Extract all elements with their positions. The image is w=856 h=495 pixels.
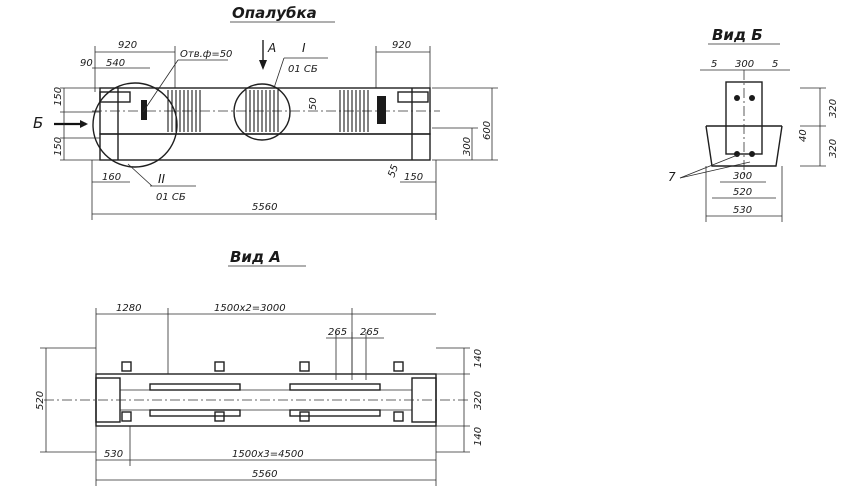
formwork-view: Опалубка [33,4,498,220]
dim-bottom-150: 150 [404,172,423,183]
beam-bottom-block [99,133,431,161]
view-a-dim-top-span: 1500х2=3000 [214,303,286,314]
view-b-dim-320: 320 [828,99,839,118]
hatch-zone-left [167,90,201,132]
callout-1-roman: I [302,41,306,55]
detail-circle-1 [233,83,291,141]
view-a-dim-265a: 265 [328,327,347,338]
view-a-dim-1280: 1280 [116,303,141,314]
dim-left-540: 540 [106,58,125,69]
hole-note: Отв.ф=50 [180,49,232,60]
callout-2-sheet: 01 СБ [156,192,186,203]
view-b-dim-520: 520 [733,187,752,198]
hatch-zone-center [245,90,279,132]
view-a-arrow-head [259,60,267,70]
dim-left-150: 150 [53,87,64,106]
view-b-dim-5b: 5 [772,59,778,70]
view-a-dim-140b: 140 [473,427,484,446]
view-b-marker-arrow [80,120,88,128]
view-b-marker-label: Б [33,114,43,132]
view-b-dim-40: 40 [798,129,809,142]
view-a-arrow-label: А [267,41,276,55]
view-b-leader-label: 7 [668,170,676,184]
right-embedded-part [377,96,386,124]
view-b-leader-2 [679,161,751,179]
dim-top-right: 920 [392,40,411,51]
view-b-dim-530: 530 [733,205,752,216]
dim-right-300: 300 [462,137,473,156]
view-b-leader-1 [679,153,741,179]
dim-left-150b: 150 [53,137,64,156]
callout-1-leader [273,57,285,89]
section-web [725,81,763,155]
view-b-dim-300b: 300 [733,171,752,182]
detail-circle-2 [92,82,178,168]
dim-mid-50: 50 [308,97,319,110]
formwork-title: Опалубка [232,4,317,22]
view-a-title: Вид А [230,248,281,266]
view-a: Вид А 1280 1500х2=3000 265 265 520 [35,248,484,486]
right-end-plate [397,91,429,103]
dim-left-90: 90 [80,58,93,69]
view-a-dim-265b: 265 [360,327,379,338]
view-a-dim-overall: 5560 [252,469,277,480]
hatch-zone-right [339,90,369,132]
view-a-dim-140a: 140 [473,349,484,368]
left-end-plate [99,91,131,103]
view-b-dim-320b: 320 [828,139,839,158]
view-b-dim-300: 300 [735,59,754,70]
view-a-dim-320: 320 [473,391,484,410]
dim-overall: 5560 [252,202,277,213]
dim-right-600: 600 [482,121,493,140]
hole-leader [142,59,179,113]
dim-bottom-160: 160 [102,172,121,183]
view-a-dim-530: 530 [104,449,123,460]
dim-top-left: 920 [118,40,137,51]
callout-2-leader [127,163,153,187]
view-b-dim-5a: 5 [711,59,717,70]
dim-bottom-55: 55 [386,163,401,179]
view-a-dim-bottom-span: 1500х3=4500 [232,449,304,460]
view-a-dim-520: 520 [35,391,46,410]
callout-2-roman: II [158,172,166,186]
view-b: Вид Б 5 300 5 320 320 40 7 300 520 530 [668,26,839,222]
plan-lifting-sockets [121,361,404,422]
view-b-title: Вид Б [712,26,763,44]
callout-1-sheet: 01 СБ [288,64,318,75]
